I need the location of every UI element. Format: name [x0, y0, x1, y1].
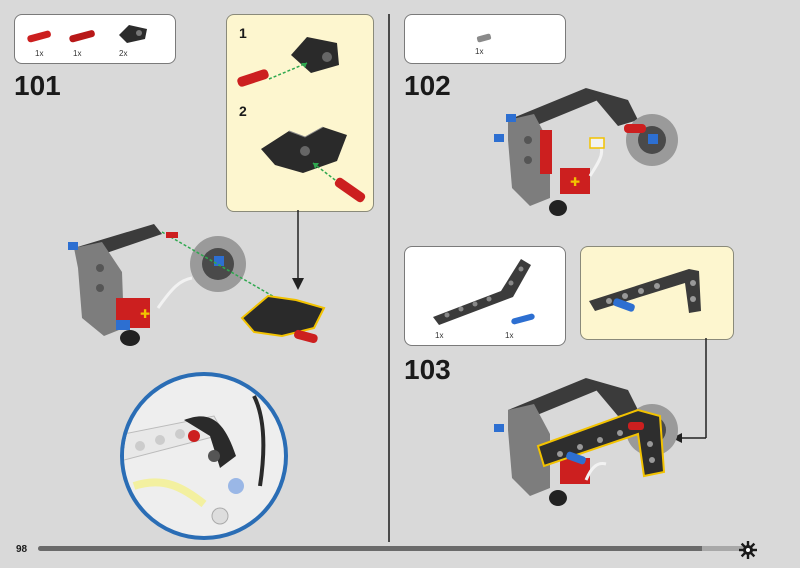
- subassembly-callout-101: 1 2: [226, 14, 374, 212]
- page-divider: [388, 14, 390, 542]
- progress-fill: [38, 546, 702, 551]
- zoom-detail-circle: [120, 372, 288, 540]
- part-qty: 1x: [73, 49, 82, 58]
- assembly-illustration-102: ✚: [494, 88, 678, 216]
- subassembly-callout-103: [580, 246, 734, 340]
- page-number: 98: [16, 544, 28, 555]
- part-blue-pin-icon: [511, 313, 535, 325]
- progress-bar: [38, 546, 744, 551]
- step-number-101: 101: [14, 70, 61, 101]
- zoom-detail-illustration: [124, 395, 266, 525]
- part-dark-panel-icon: [119, 25, 147, 43]
- substep-1-illustration: [237, 37, 339, 87]
- step-number-103: 103: [404, 354, 451, 385]
- subassembly-103-illustration: [589, 269, 701, 313]
- part-red-pin-icon: [27, 30, 51, 43]
- part-qty: 1x: [35, 49, 44, 58]
- arrow-left-icon: [672, 433, 682, 443]
- part-qty: 2x: [119, 49, 128, 58]
- step-number-102: 102: [404, 70, 451, 101]
- part-qty: 1x: [505, 331, 514, 340]
- parts-list-102: 1x: [404, 14, 566, 64]
- assembly-illustration-101: ✚: [68, 224, 326, 346]
- part-qty: 1x: [435, 331, 444, 340]
- svg-text:✚: ✚: [570, 175, 580, 189]
- svg-text:✚: ✚: [140, 307, 150, 321]
- substep-number: 1: [239, 25, 247, 41]
- part-red-axle-pin-icon: [69, 30, 95, 43]
- part-qty: 1x: [475, 47, 484, 56]
- parts-list-103: 1x 1x: [404, 246, 566, 346]
- gear-icon: [739, 541, 757, 559]
- callout-connector-103: [672, 338, 707, 443]
- substep-2-illustration: [261, 126, 366, 203]
- assembly-illustration-103: [494, 378, 678, 506]
- arrow-right-icon: [292, 210, 304, 290]
- part-grey-connector-icon: [476, 33, 492, 43]
- part-dark-bent-beam-icon: [433, 259, 531, 325]
- parts-list-101: 1x 1x 2x: [14, 14, 176, 64]
- substep-number: 2: [239, 103, 247, 119]
